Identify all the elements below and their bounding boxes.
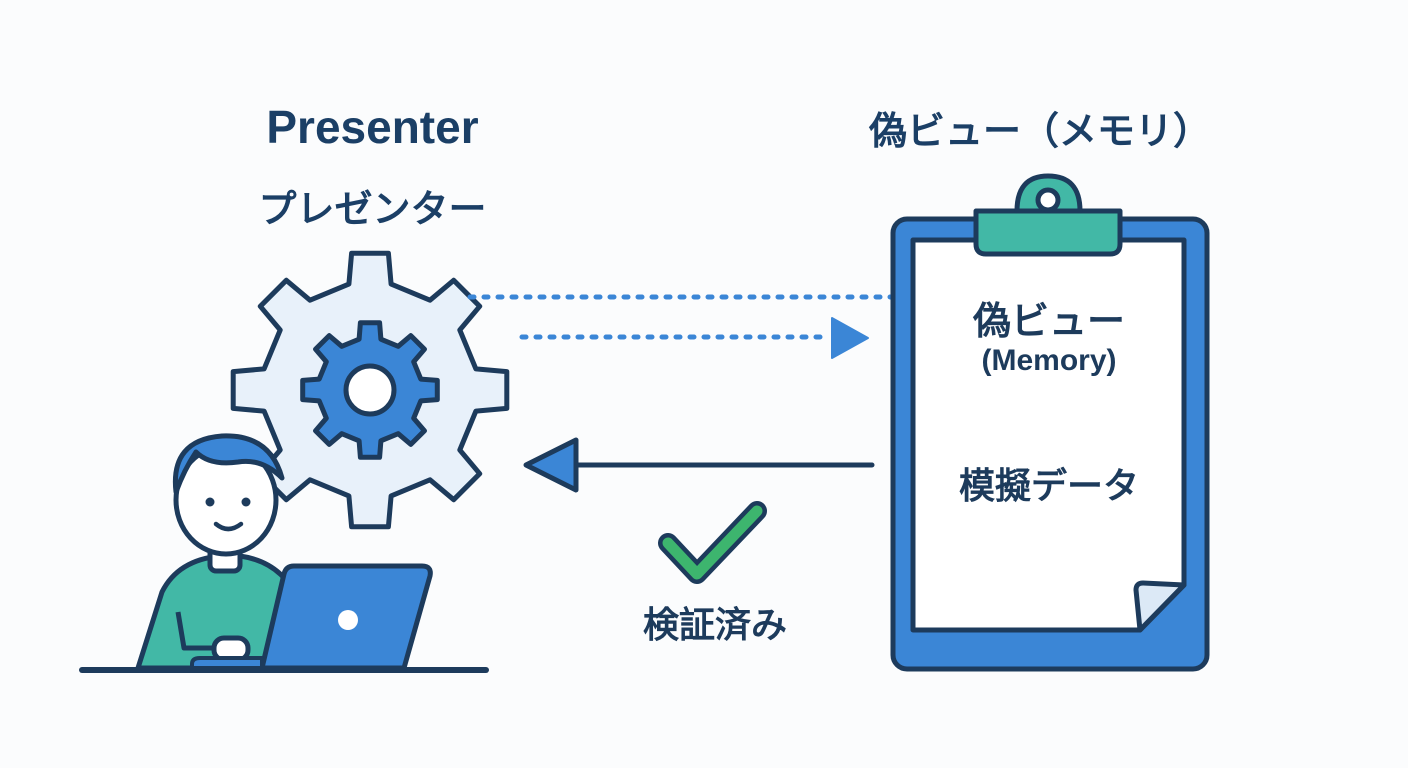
fake-view-header: 偽ビュー（メモリ） [868,109,1211,153]
request-arrows [467,294,895,359]
response-arrow [523,437,875,493]
clipboard-icon [890,173,1210,672]
laptop-base [190,656,264,670]
laptop-icon [190,563,433,671]
clipboard-memory-label: (Memory) [981,344,1117,377]
gear-hub [343,363,397,417]
person-icon [135,433,301,671]
presenter-subtitle: プレゼンター [258,187,487,231]
clipboard-mock-data-label: 模擬データ [958,466,1139,507]
arrowhead-right-icon [831,317,869,359]
presenter-title: Presenter [266,101,479,153]
paper-curl [1133,580,1187,633]
gear-icon [230,250,510,530]
clipboard-clip [973,208,1123,257]
clipboard-title: 偽ビュー [972,299,1125,343]
arrowhead-left-icon [523,437,579,493]
person-hair [172,433,285,495]
laptop-logo [338,610,358,630]
person-smile [213,521,244,532]
person-eye-right [241,497,251,507]
verified-label: 検証済み [642,605,787,646]
clipboard-clip-hole [1035,187,1061,213]
checkmark-icon [658,501,767,584]
person-eye-left [205,497,215,507]
